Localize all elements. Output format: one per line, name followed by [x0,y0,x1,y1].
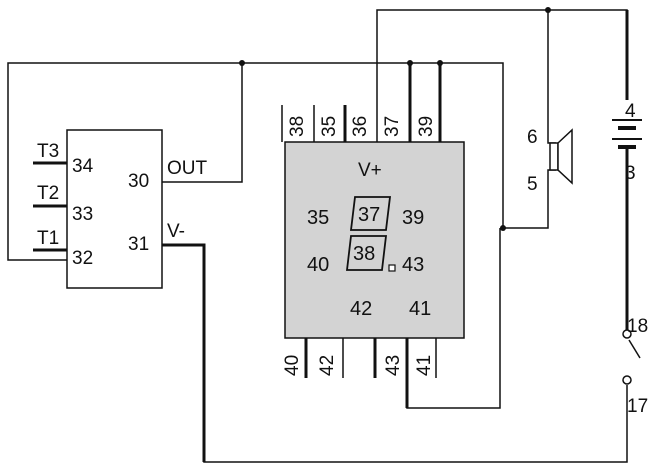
junctions [239,7,551,231]
pin-31-label: 31 [128,234,149,255]
timer-chip-body [66,129,163,289]
terminal-t3-label: T3 [37,141,59,162]
wire-t1-loop [7,62,504,261]
inner-43-label: 43 [402,254,424,276]
timer-chip: T3 34 T2 33 T1 32 30 OUT 31 V- [33,129,208,289]
bottom-pin-42-label: 42 [317,355,338,376]
display-module-body [284,141,465,339]
v-minus-label: V- [167,221,185,242]
out-label: OUT [167,158,208,179]
pin-30-label: 30 [128,171,149,192]
speaker-pin-5-label: 5 [527,174,538,195]
wire-out [162,63,243,183]
terminal-t1-label: T1 [37,228,59,249]
top-pin-37-label: 37 [382,116,403,137]
battery-pin-3-label: 3 [625,163,636,184]
top-pin-36-label: 36 [350,116,371,137]
battery-pin-4-label: 4 [625,101,636,122]
display-module: 38 35 36 37 39 40 42 43 41 V+ 35 37 39 4… [281,105,465,378]
battery-icon [612,119,642,160]
junction-dot [500,225,506,231]
junction-dot [545,7,551,13]
speaker-icon: 6 5 [527,127,573,195]
inner-40-label: 40 [307,254,329,276]
top-pin-38-label: 38 [287,116,308,137]
inner-41-label: 41 [409,298,431,320]
wire-top-37-battery [376,9,628,105]
junction-dot [407,60,413,66]
terminal-t2-label: T2 [37,183,59,204]
switch-pin-17-label: 17 [627,396,648,417]
pin-33-label: 33 [72,204,93,225]
decimal-point [388,264,396,272]
wire-speaker-top [547,10,556,144]
inner-37-label: 37 [358,204,380,226]
inner-38-label: 38 [353,243,375,265]
pin-34-label: 34 [72,156,94,177]
switch-icon [622,329,641,385]
seven-segment-digit [345,196,392,271]
switch-pin-18-label: 18 [627,316,648,337]
junction-dot [239,60,245,66]
bottom-pin-43-label: 43 [383,355,404,376]
v-plus-label: V+ [358,160,382,181]
bottom-pin-41-label: 41 [414,355,435,376]
inner-39-label: 39 [402,207,424,229]
top-pin-35-label: 35 [319,116,340,137]
inner-42-label: 42 [350,298,372,320]
bottom-pin-40-label: 40 [282,355,303,376]
top-pin-39-label: 39 [416,116,437,137]
junction-dot [437,60,443,66]
pin-32-label: 32 [72,248,93,269]
inner-35-label: 35 [307,207,329,229]
speaker-pin-6-label: 6 [527,127,538,148]
